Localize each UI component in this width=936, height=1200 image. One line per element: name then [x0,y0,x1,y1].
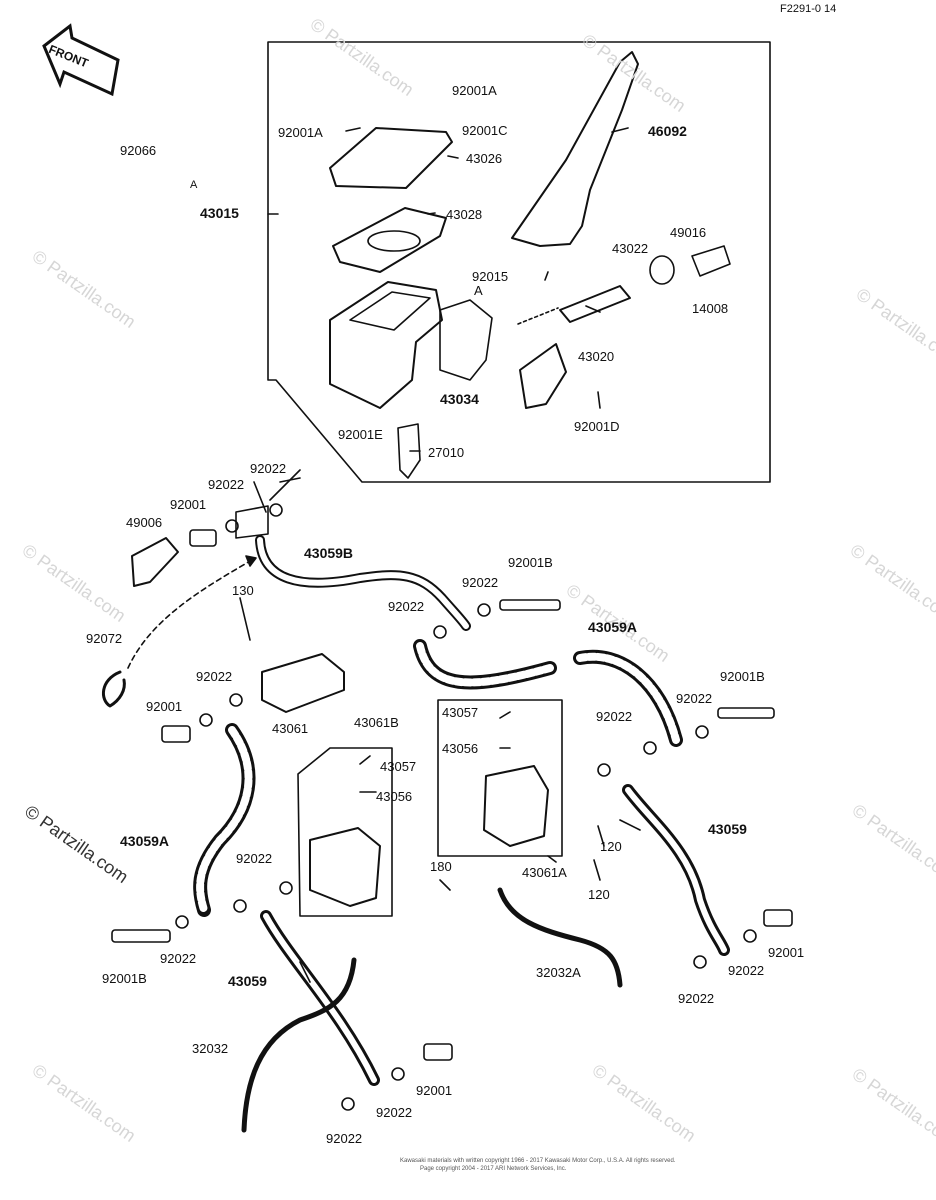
assembly-box [267,41,771,483]
holder [519,343,567,409]
part-label: 120 [600,839,622,854]
part-label: 43059 [228,973,267,989]
reservoir-cap [329,127,453,189]
part-label: 92001 [146,699,183,714]
hose-43059B [255,535,471,631]
part-label: 43015 [200,205,239,221]
part-label: 92001 [768,945,805,960]
part-label: 92072 [86,631,123,646]
copyright-line: Page copyright 2004 - 2017 ARI Network S… [420,1166,567,1172]
hose-top-fitting [235,505,269,539]
part-label: 43056 [376,789,413,804]
part-label: 92001D [574,419,620,434]
part-label: 92001 [170,497,207,512]
part-label: 43022 [612,241,649,256]
part-label: 92022 [196,669,233,684]
copyright-line: Kawasaki materials with written copyrigh… [400,1158,676,1164]
joint-43061 [261,653,345,713]
part-label: 92022 [160,951,197,966]
bolt-92001-a [189,529,217,547]
part-label: A [474,283,483,298]
bolt-92001B-a [499,599,561,611]
part-label: 14008 [692,301,729,316]
part-label: 92001 [416,1083,453,1098]
part-label: 92022 [728,963,765,978]
part-label: 43059B [304,545,354,561]
part-label: 32032 [192,1041,229,1056]
front-arrow-icon [42,23,120,97]
pipe-32032 [241,957,357,1133]
box-43061A [437,699,563,857]
bolt-92001-b [161,725,191,743]
part-label: 92001B [102,971,147,986]
part-label: 92001E [338,427,383,442]
part-label: 130 [232,583,254,598]
part-label: 92001A [452,83,497,98]
reservoir-hose [131,537,179,587]
part-label: 92022 [236,851,273,866]
diaphragm [332,207,447,273]
part-label: 92001B [720,669,765,684]
part-label: 43061 [272,721,309,736]
part-label: 92015 [472,269,509,284]
part-label: 92022 [376,1105,413,1120]
part-label: 43028 [446,207,483,222]
bolt-92001B-c [111,929,171,943]
part-label: 43026 [466,151,503,166]
brake-lever [511,51,639,247]
part-label: 43020 [578,349,615,364]
piston [559,285,631,323]
part-label: 43061A [522,865,567,880]
part-label: 43057 [380,759,417,774]
part-label: 43034 [440,391,479,407]
cylinder-body [329,281,443,409]
bolt-92001B-b [717,707,775,719]
part-label: 92022 [388,599,425,614]
part-label: 27010 [428,445,465,460]
part-label: 43059 [708,821,747,837]
part-label: 120 [588,887,610,902]
part-label: A [190,179,198,191]
part-label: 92001B [508,555,553,570]
part-label: 92022 [326,1131,363,1146]
part-label: 92001C [462,123,508,138]
part-label: 92022 [462,575,499,590]
part-label: 180 [430,859,452,874]
part-label: 92022 [208,477,245,492]
part-label: 92022 [250,461,287,476]
part-label: 46092 [648,123,687,139]
part-label: 43057 [442,705,479,720]
boot [649,255,675,285]
box-43061B [297,747,393,917]
part-label: 49016 [670,225,707,240]
part-label: 92022 [596,709,633,724]
part-label: 92022 [676,691,713,706]
part-label: 43056 [442,741,479,756]
page-code: F2291-0 14 [780,3,837,15]
part-label: 92022 [678,991,715,1006]
clamp-14008 [691,245,731,277]
part-label: 32032A [536,965,581,980]
pipe-32032A [497,887,623,988]
arrow-92072 [127,559,253,669]
part-label: 43059A [120,833,170,849]
part-label: 49006 [126,515,163,530]
clip-92072 [101,670,126,708]
part-label: 43061B [354,715,399,730]
part-label: 43059A [588,619,638,635]
part-label: 92001A [278,125,323,140]
bolt-92001-d [423,1043,453,1061]
brake-switch [397,423,421,479]
bolt-92001-c [763,909,793,927]
part-label: 92066 [120,143,157,158]
